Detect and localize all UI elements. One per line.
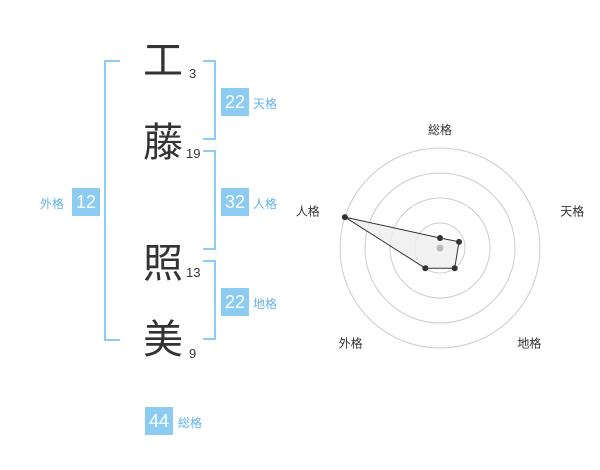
name-char-3: 照: [143, 241, 183, 287]
radar-center-point: [436, 244, 444, 252]
stroke-count-4: 9: [189, 346, 197, 361]
radar-point-0: [437, 235, 443, 241]
stroke-count-3: 13: [186, 265, 201, 280]
radar-point-2: [451, 265, 458, 272]
gaikaku-bracket: [104, 60, 120, 341]
tenkaku-value-badge: 22: [221, 88, 249, 116]
jinkaku-bracket: [203, 150, 216, 250]
chikaku-label: 地格: [253, 297, 278, 311]
name-char-1: 工: [143, 38, 183, 84]
gaikaku-label: 外格: [40, 197, 65, 211]
stroke-count-2: 19: [186, 146, 201, 161]
name-char-4: 美: [143, 317, 183, 363]
radar-ring-2: [389, 197, 491, 299]
chikaku-bracket: [203, 260, 216, 340]
radar-point-4: [341, 214, 348, 221]
radar-ring-4: [339, 147, 541, 349]
soukaku-value-badge: 44: [145, 407, 173, 435]
gaikaku-value-badge: 12: [72, 188, 100, 216]
radar-axis-label-4: 人格: [296, 204, 320, 219]
name-char-2: 藤: [143, 120, 183, 166]
tenkaku-bracket: [203, 60, 216, 140]
radar-axis-label-1: 天格: [560, 204, 584, 219]
tenkaku-label: 天格: [253, 97, 278, 111]
radar-ring-3: [364, 172, 516, 324]
radar-axis-label-0: 総格: [428, 122, 452, 137]
stroke-count-1: 3: [189, 66, 197, 81]
chikaku-value-badge: 22: [221, 288, 249, 316]
radar-axis-label-3: 外格: [339, 335, 363, 350]
soukaku-label: 総格: [178, 416, 203, 430]
radar-point-3: [422, 265, 429, 272]
jinkaku-value-badge: 32: [221, 188, 249, 216]
radar-point-1: [456, 238, 463, 245]
jinkaku-label: 人格: [253, 197, 278, 211]
radar-value-polygon: [344, 216, 460, 269]
radar-axis-label-2: 地格: [517, 335, 541, 350]
